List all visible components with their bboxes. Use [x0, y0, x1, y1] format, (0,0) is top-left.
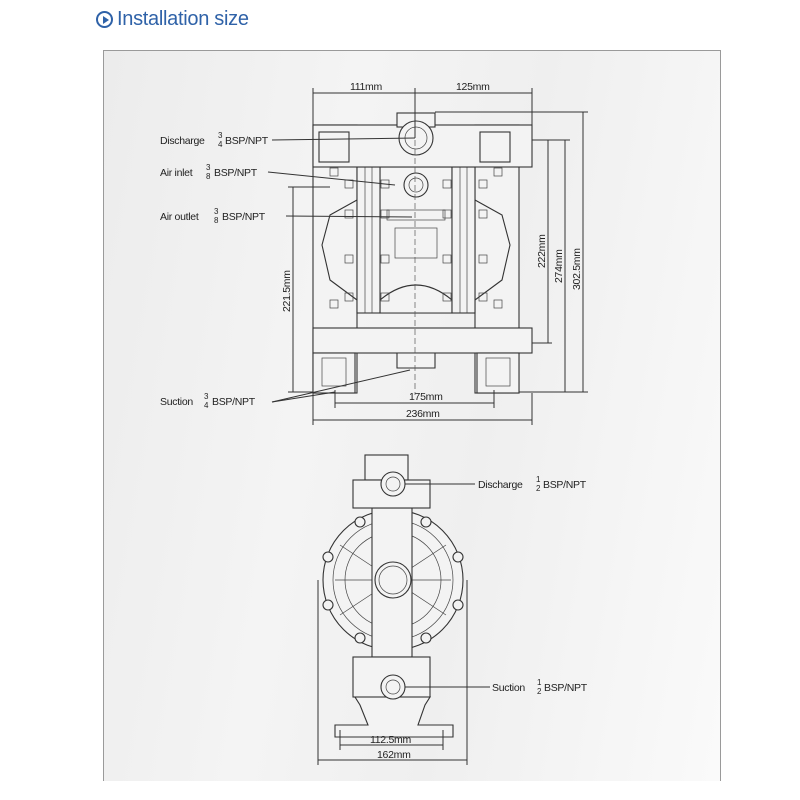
dim-222mm: 222mm: [536, 234, 548, 268]
port-label-air-inlet: Air inlet 3 8 BSP/NPT: [160, 163, 258, 181]
svg-text:4: 4: [218, 140, 223, 149]
section-title: Installation size: [96, 8, 249, 31]
port-label-air-outlet: Air outlet 3 8 BSP/NPT: [160, 207, 266, 225]
port-label-suction: Suction 3 4 BSP/NPT: [160, 392, 256, 410]
front-view-dimension-lines: [267, 88, 588, 425]
dim-175mm: 175mm: [409, 391, 443, 403]
svg-text:4: 4: [204, 401, 209, 410]
svg-text:BSP/NPT: BSP/NPT: [222, 211, 266, 223]
svg-text:8: 8: [214, 216, 219, 225]
svg-text:8: 8: [206, 172, 211, 181]
svg-text:2: 2: [536, 484, 541, 493]
front-view-dimension-labels: 111mm 125mm 175mm 236mm 222mm 274mm 302.…: [281, 81, 583, 420]
svg-text:Suction: Suction: [492, 682, 525, 694]
side-view-dimension-lines: [317, 483, 490, 765]
svg-text:3: 3: [206, 163, 211, 172]
front-view-pump: [312, 95, 533, 395]
svg-text:2: 2: [537, 687, 542, 696]
play-circle-icon: [96, 11, 113, 28]
side-view-pump: [322, 454, 464, 738]
svg-text:3: 3: [218, 131, 223, 140]
svg-text:Discharge: Discharge: [160, 135, 205, 147]
port-label-discharge: Discharge 3 4 BSP/NPT: [160, 131, 269, 149]
dim-125mm: 125mm: [456, 81, 490, 93]
svg-text:Air inlet: Air inlet: [160, 167, 193, 179]
dim-236mm: 236mm: [406, 408, 440, 420]
dim-221-5mm: 221.5mm: [281, 270, 293, 312]
svg-text:BSP/NPT: BSP/NPT: [214, 167, 258, 179]
section-title-text: Installation size: [117, 8, 249, 30]
side-port-label-suction: Suction 1 2 BSP/NPT: [492, 678, 588, 696]
svg-text:BSP/NPT: BSP/NPT: [544, 682, 588, 694]
svg-text:3: 3: [214, 207, 219, 216]
svg-text:1: 1: [536, 475, 541, 484]
svg-text:BSP/NPT: BSP/NPT: [225, 135, 269, 147]
dim-112-5mm: 112.5mm: [370, 734, 411, 746]
svg-text:BSP/NPT: BSP/NPT: [543, 479, 587, 491]
side-view-dimension-labels: 112.5mm 162mm: [370, 734, 412, 761]
dim-302-5mm: 302.5mm: [571, 248, 583, 290]
dim-111mm: 111mm: [350, 81, 383, 93]
svg-text:Air outlet: Air outlet: [160, 211, 199, 223]
svg-text:3: 3: [204, 392, 209, 401]
svg-text:BSP/NPT: BSP/NPT: [212, 396, 256, 408]
dim-274mm: 274mm: [553, 249, 565, 283]
svg-text:Discharge: Discharge: [478, 479, 523, 491]
svg-text:1: 1: [537, 678, 542, 687]
side-port-label-discharge: Discharge 1 2 BSP/NPT: [478, 475, 587, 493]
svg-text:Suction: Suction: [160, 396, 193, 408]
dim-162mm: 162mm: [377, 749, 411, 761]
